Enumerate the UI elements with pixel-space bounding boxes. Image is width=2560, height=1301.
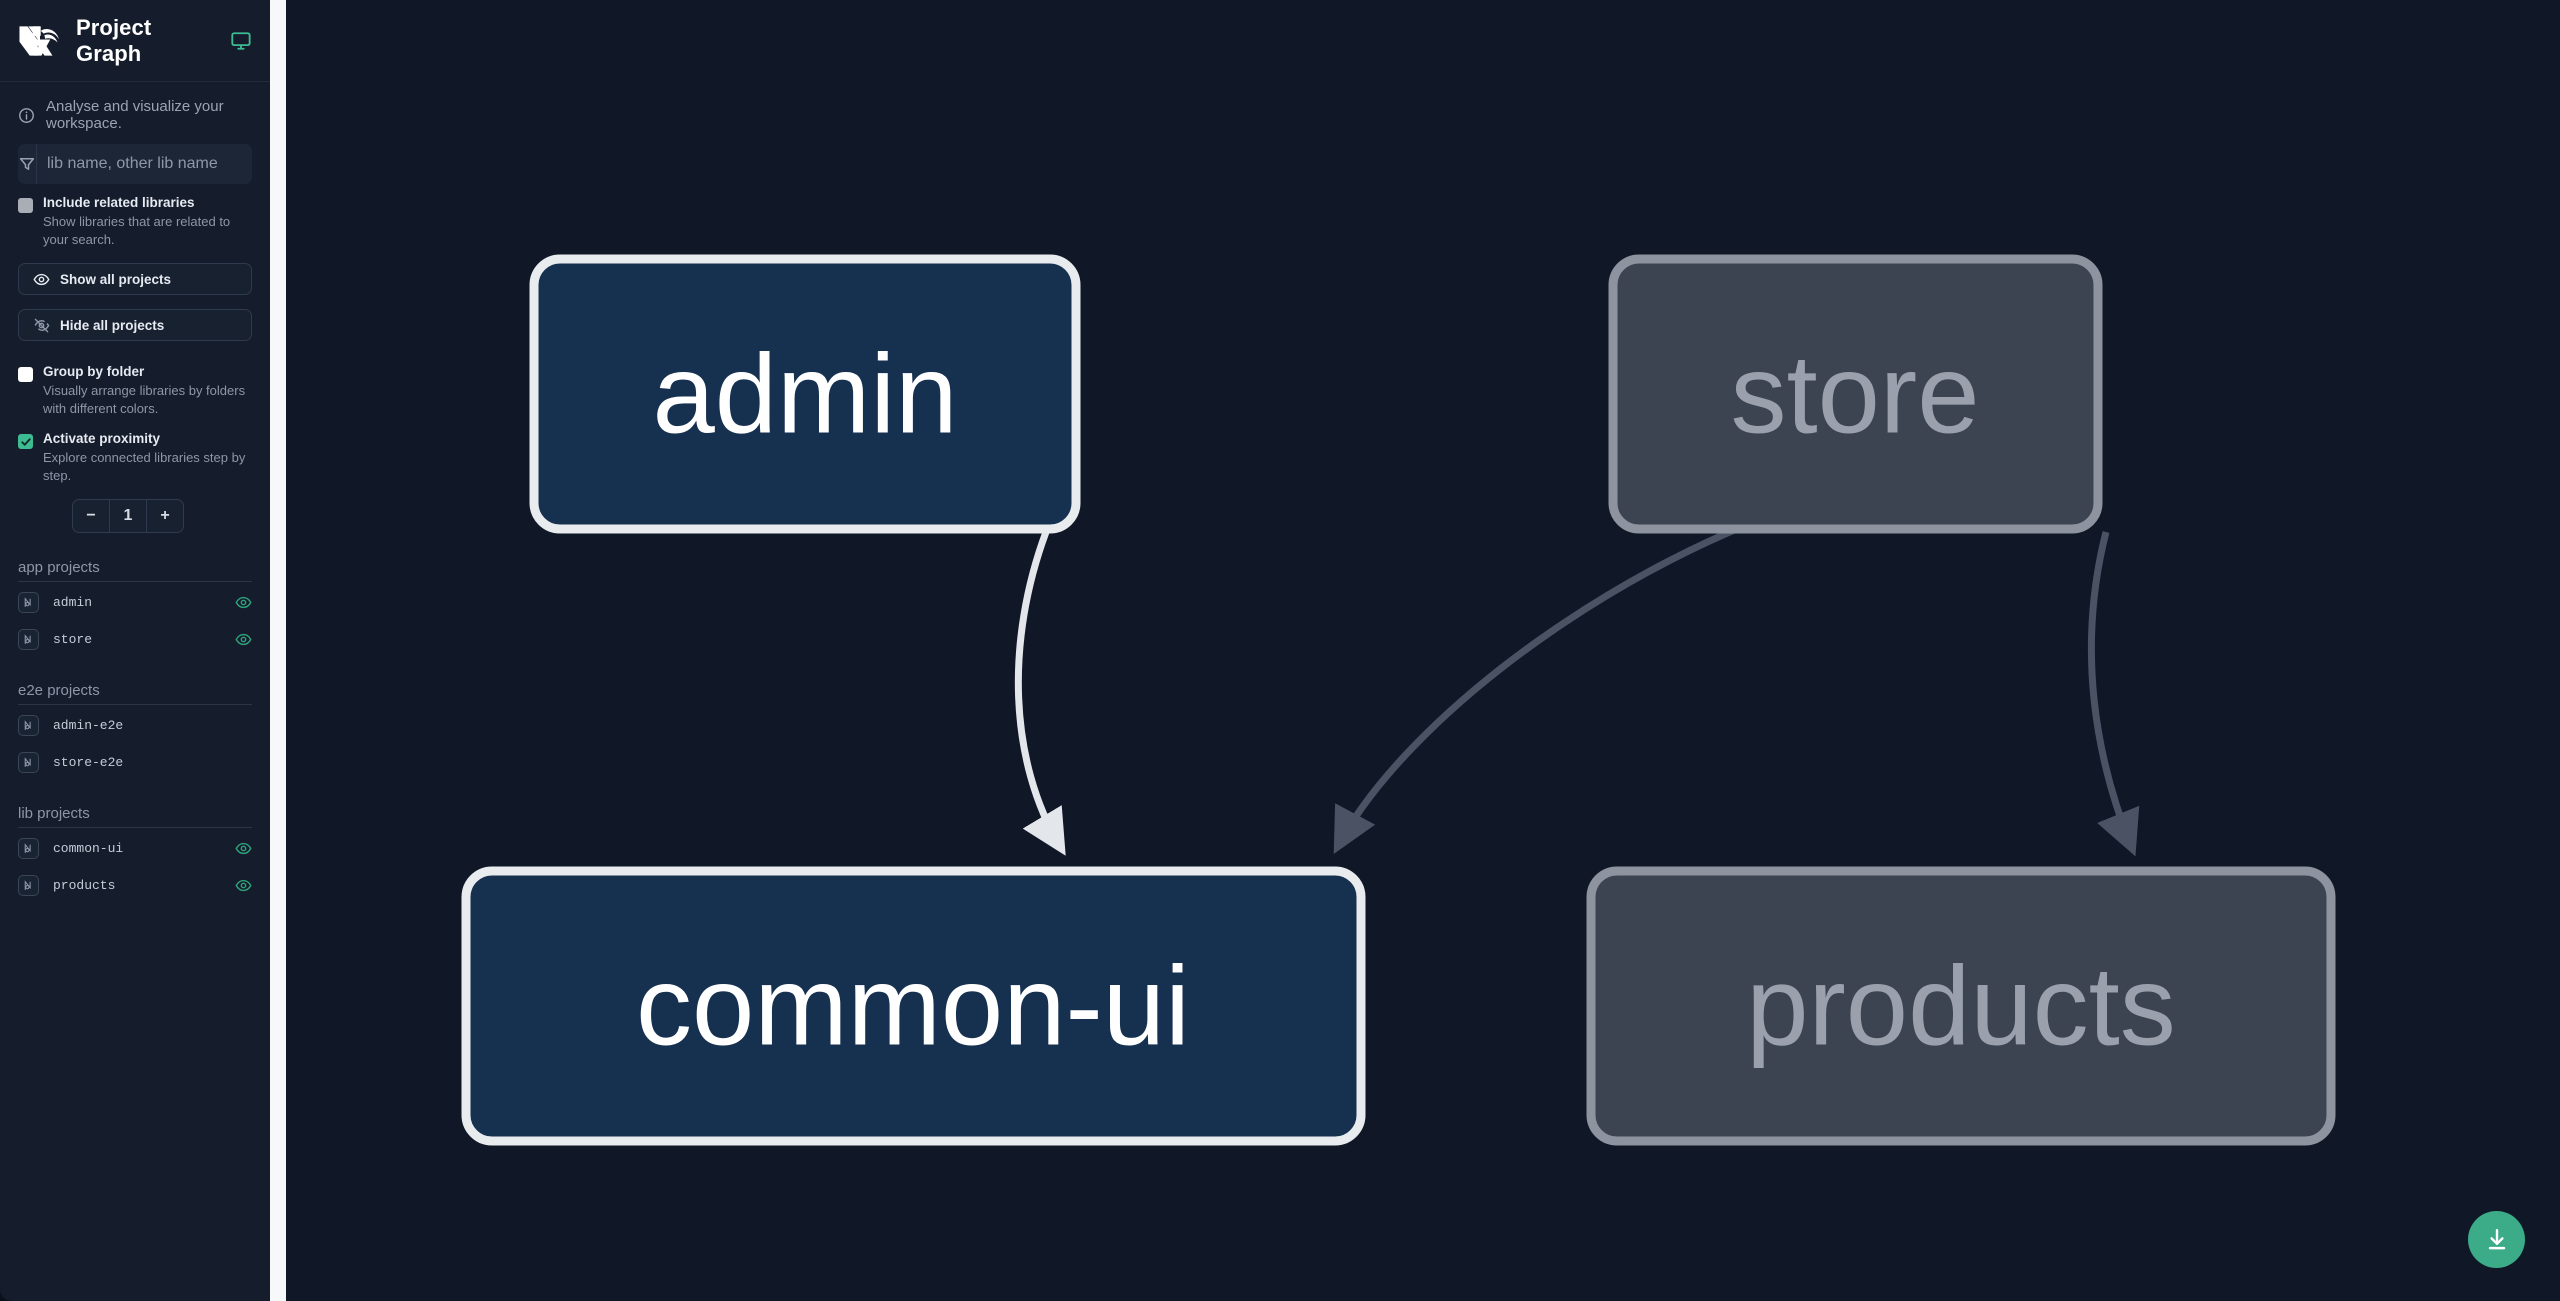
node-common-ui[interactable]: common-ui (461, 866, 1366, 1146)
node-admin-label: admin (652, 332, 957, 457)
project-name: common-ui (53, 841, 124, 857)
node-common-ui-label: common-ui (636, 944, 1190, 1069)
project-nx-icon (18, 592, 39, 614)
divider (18, 704, 252, 706)
tagline-text: Analyse and visualize your workspace. (46, 98, 224, 132)
divider (18, 581, 252, 583)
project-nx-icon (18, 838, 39, 860)
project-name: products (53, 878, 116, 894)
list-item[interactable]: products (18, 869, 252, 902)
option-description: Show libraries that are related to your … (43, 214, 231, 248)
option-group-by-folder[interactable]: Group by folder Visually arrange librari… (18, 363, 252, 418)
divider (18, 827, 252, 829)
node-store-label: store (1731, 332, 1980, 457)
nx-logo (19, 25, 60, 56)
project-name: admin (53, 595, 93, 611)
option-title: Group by folder (43, 364, 145, 380)
list-item[interactable]: common-ui (18, 832, 252, 865)
download-graph-button[interactable] (2468, 1211, 2525, 1268)
project-name: store (53, 632, 93, 648)
group-lib-projects: lib projects common-ui (18, 805, 252, 902)
node-products[interactable]: products (1586, 866, 2336, 1146)
group-title: app projects (18, 559, 100, 577)
node-products-label: products (1746, 944, 2176, 1069)
check-icon (20, 438, 31, 446)
show-all-projects-button[interactable]: Show all projects (18, 263, 252, 296)
monitor-icon[interactable] (230, 29, 252, 53)
option-include-related-libraries[interactable]: Include related libraries Show libraries… (18, 194, 252, 249)
project-name: admin-e2e (53, 718, 124, 734)
list-item[interactable]: store-e2e (18, 746, 252, 779)
option-activate-proximity[interactable]: Activate proximity Explore connected lib… (18, 430, 252, 485)
checkbox-group-by-folder[interactable] (18, 367, 33, 383)
project-name: store-e2e (53, 755, 124, 771)
edge-store-to-common-ui (1333, 476, 1895, 855)
sidebar-resize-handle[interactable] (270, 0, 286, 1301)
graph-canvas[interactable]: admin store common-ui products (286, 0, 2560, 1301)
group-app-projects: app projects admin (18, 559, 252, 656)
node-common-ui-rect[interactable] (461, 866, 1366, 1146)
option-description: Explore connected libraries step by step… (43, 450, 246, 484)
node-store-rect[interactable] (1608, 254, 2103, 534)
eye-off-icon (34, 318, 50, 332)
nx-glyph-icon (24, 757, 31, 768)
node-admin[interactable]: admin (529, 254, 1081, 534)
sidebar: Project Graph Analyse and visualize your… (0, 0, 270, 1301)
nx-glyph-icon (24, 634, 31, 645)
checkbox-include-related-libraries[interactable] (18, 198, 33, 213)
filter-icon-box (18, 144, 37, 184)
eye-icon[interactable] (235, 877, 252, 894)
group-title: lib projects (18, 805, 90, 823)
nx-glyph-icon (24, 880, 31, 891)
checkbox-activate-proximity[interactable] (18, 434, 33, 450)
list-item[interactable]: admin-e2e (18, 709, 252, 742)
option-title: Activate proximity (43, 431, 161, 447)
hide-all-projects-button[interactable]: Hide all projects (18, 309, 252, 342)
node-admin-rect[interactable] (529, 254, 1081, 534)
edge-store-to-products (2087, 531, 2140, 857)
project-nx-icon (18, 752, 39, 774)
node-products-rect[interactable] (1586, 866, 2336, 1146)
graph-edges (1014, 476, 2140, 857)
graph-svg: admin store common-ui products (461, 254, 2336, 1146)
sidebar-header: Project Graph (0, 0, 270, 82)
option-texts: Include related libraries Show libraries… (43, 194, 252, 249)
proximity-stepper[interactable]: − 1 + (72, 499, 184, 534)
nx-glyph-icon (24, 720, 31, 731)
proximity-increment-button[interactable]: + (147, 500, 183, 532)
group-title: e2e projects (18, 682, 100, 700)
nx-glyph-icon (24, 597, 31, 608)
sidebar-scroll-area[interactable]: Include related libraries Show libraries… (0, 144, 270, 1301)
eye-icon (33, 273, 50, 285)
project-nx-icon (18, 875, 39, 897)
option-description: Visually arrange libraries by folders wi… (43, 383, 246, 417)
eye-icon[interactable] (235, 631, 252, 648)
proximity-decrement-button[interactable]: − (73, 500, 109, 532)
info-icon (19, 107, 34, 123)
download-icon (2488, 1228, 2505, 1249)
eye-icon[interactable] (235, 840, 252, 857)
hide-all-projects-label: Hide all projects (60, 317, 165, 333)
project-nx-icon (18, 715, 39, 737)
option-texts: Group by folder Visually arrange librari… (43, 363, 252, 418)
show-all-projects-label: Show all projects (60, 271, 172, 287)
option-title: Include related libraries (43, 195, 195, 210)
project-nx-icon (18, 629, 39, 651)
search-field[interactable] (18, 144, 252, 184)
tagline: Analyse and visualize your workspace. (0, 82, 270, 144)
search-input[interactable] (37, 144, 252, 184)
proximity-value: 1 (109, 500, 147, 533)
edge-admin-to-common-ui (1014, 530, 1066, 856)
list-item[interactable]: store (18, 623, 252, 656)
nx-glyph-icon (24, 843, 31, 854)
list-item[interactable]: admin (18, 586, 252, 619)
group-e2e-projects: e2e projects admin-e2e (18, 682, 252, 779)
filter-icon (19, 158, 35, 170)
option-texts: Activate proximity Explore connected lib… (43, 430, 252, 485)
page-title: Project Graph (76, 14, 152, 66)
eye-icon[interactable] (235, 594, 252, 611)
node-store[interactable]: store (1608, 254, 2103, 534)
